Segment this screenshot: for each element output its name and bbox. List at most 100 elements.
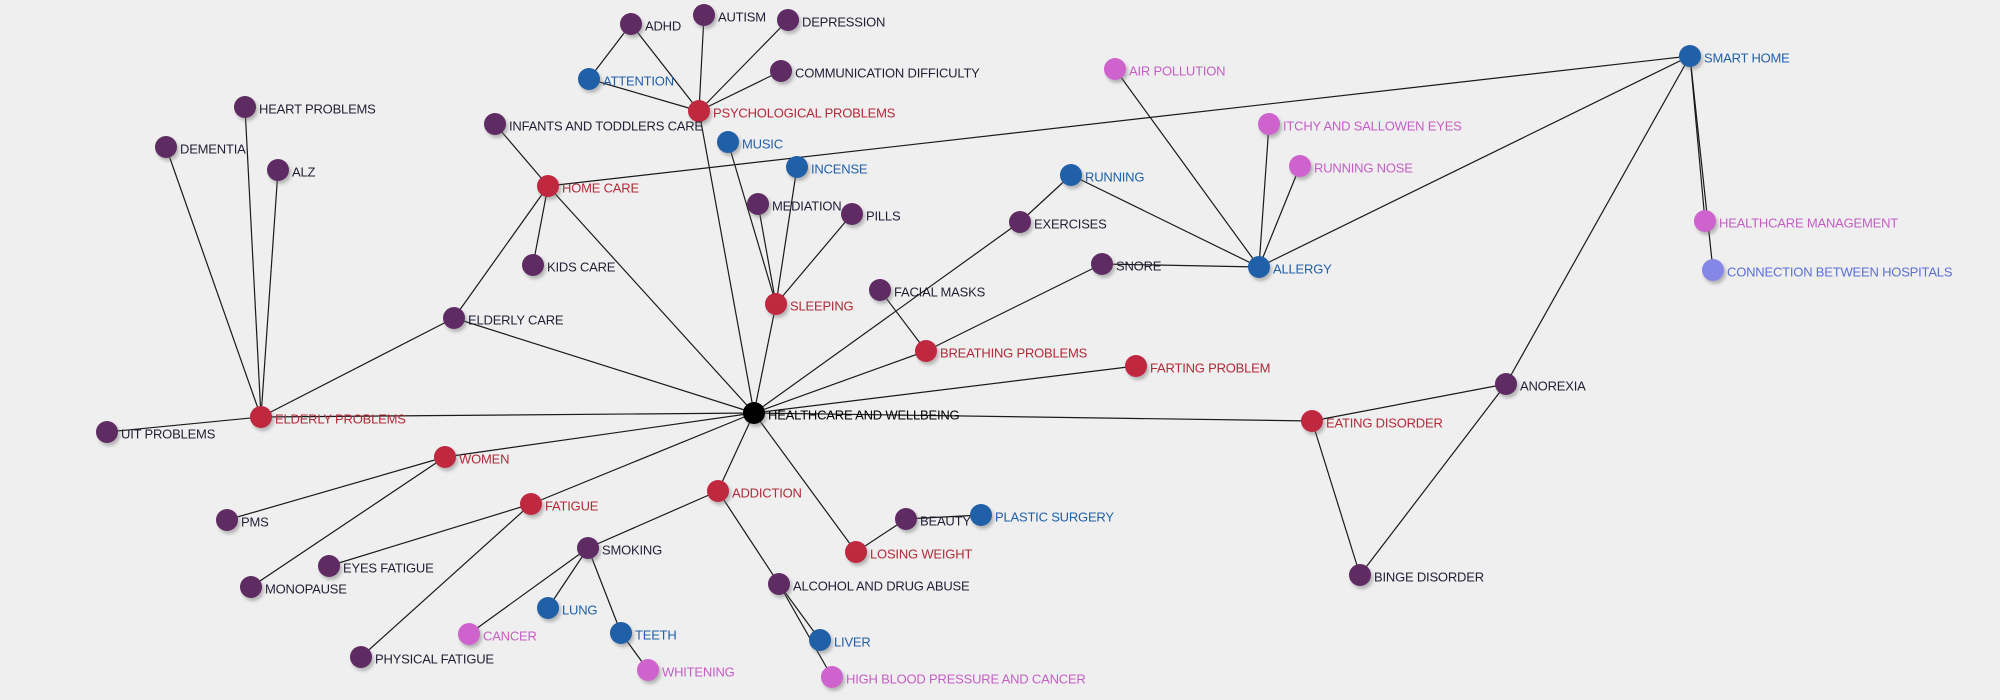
node-fatigue[interactable] [520,493,542,515]
node-running[interactable] [1060,164,1082,186]
node-allergy[interactable] [1248,256,1270,278]
node-hw[interactable] [743,402,765,424]
node-farting[interactable] [1125,355,1147,377]
node-breathing[interactable] [915,340,937,362]
node-label-allergy: ALLERGY [1273,261,1332,277]
node-label-heart: HEART PROBLEMS [259,101,376,117]
edge-women-monopause [250,456,446,588]
node-sleeping[interactable] [765,293,787,315]
edge-snore-allergy [1101,263,1260,268]
node-label-pms: PMS [241,514,269,530]
edge-sleeping-incense [775,166,798,305]
edge-hw-farting [753,365,1137,414]
node-label-facialmasks: FACIAL MASKS [894,284,986,300]
node-monopause[interactable] [240,576,262,598]
node-adhd[interactable] [620,13,642,35]
node-airpollution[interactable] [1104,58,1126,80]
node-label-plasticsurgery: PLASTIC SURGERY [995,509,1114,525]
node-hcmgmt[interactable] [1694,210,1716,232]
node-pills[interactable] [841,203,863,225]
node-label-commdiff: COMMUNICATION DIFFICULTY [795,65,980,81]
node-eyesfatigue[interactable] [318,555,340,577]
node-mediation[interactable] [747,193,769,215]
node-music[interactable] [717,131,739,153]
edge-smarthome-cbh [1689,55,1714,271]
edge-sleeping-music [727,141,777,305]
node-teeth[interactable] [610,622,632,644]
node-anorexia[interactable] [1495,373,1517,395]
node-depression[interactable] [777,9,799,31]
node-label-eatingdisorder: EATING DISORDER [1326,415,1443,431]
node-losingweight[interactable] [845,541,867,563]
node-physicalfatigue[interactable] [350,646,372,668]
node-plasticsurgery[interactable] [970,504,992,526]
edge-women-pms [226,456,446,521]
node-beauty[interactable] [895,508,917,530]
edge-eatingdisorder-anorexia [1311,383,1507,422]
node-elderlycare[interactable] [443,307,465,329]
edge-elderlycare-elderlyproblems [260,317,455,418]
node-uit[interactable] [96,421,118,443]
node-label-breathing: BREATHING PROBLEMS [940,345,1088,361]
node-cancer[interactable] [458,623,480,645]
edge-hw-fatigue [530,412,755,505]
node-liver[interactable] [809,629,831,651]
edge-hw-psych [698,110,755,414]
node-snore[interactable] [1091,253,1113,275]
node-attention[interactable] [578,68,600,90]
node-commdiff[interactable] [770,60,792,82]
node-label-cancer: CANCER [483,628,537,644]
node-incense[interactable] [786,156,808,178]
node-infants[interactable] [484,113,506,135]
node-alcohol[interactable] [768,573,790,595]
edge-beauty-plasticsurgery [905,514,982,520]
node-cbh[interactable] [1702,259,1724,281]
node-heart[interactable] [234,96,256,118]
edge-elderlyproblems-alz [260,169,279,418]
node-psych[interactable] [688,100,710,122]
node-label-kidscare: KIDS CARE [547,259,616,275]
node-smoking[interactable] [577,537,599,559]
node-exercises[interactable] [1009,211,1031,233]
node-homecare[interactable] [537,175,559,197]
edge-hw-sleeping [753,303,777,414]
node-label-psych: PSYCHOLOGICAL PROBLEMS [713,105,896,121]
node-label-lung: LUNG [562,602,598,618]
node-label-attention: ATTENTION [603,73,674,89]
node-label-anorexia: ANOREXIA [1520,378,1586,394]
node-elderlyproblems[interactable] [250,406,272,428]
node-women[interactable] [434,446,456,468]
node-hbp[interactable] [821,666,843,688]
edge-elderlyproblems-uit [106,416,262,433]
node-smarthome[interactable] [1679,45,1701,67]
edge-smoking-lung [547,547,589,609]
node-autism[interactable] [693,4,715,26]
node-label-elderlyproblems: ELDERLY PROBLEMS [275,411,406,427]
node-alz[interactable] [267,159,289,181]
node-label-hbp: HIGH BLOOD PRESSURE AND CANCER [846,671,1086,687]
node-eatingdisorder[interactable] [1301,410,1323,432]
node-binge[interactable] [1349,564,1371,586]
edge-alcohol-hbp [778,583,833,678]
edge-breathing-snore [925,263,1103,352]
node-label-liver: LIVER [834,634,871,650]
edge-allergy-airpollution [1114,68,1260,268]
node-itchy[interactable] [1258,113,1280,135]
edge-hw-losingweight [753,412,857,553]
node-label-pills: PILLS [866,208,901,224]
edge-breathing-facialmasks [879,289,927,352]
node-facialmasks[interactable] [869,279,891,301]
node-runningnose[interactable] [1289,155,1311,177]
node-kidscare[interactable] [522,254,544,276]
node-whitening[interactable] [637,659,659,681]
node-label-physicalfatigue: PHYSICAL FATIGUE [375,651,494,667]
edge-homecare-smarthome [547,55,1691,187]
node-addiction[interactable] [707,480,729,502]
node-label-uit: UIT PROBLEMS [121,426,216,442]
node-label-runningnose: RUNNING NOSE [1314,160,1413,176]
node-pms[interactable] [216,509,238,531]
node-lung[interactable] [537,597,559,619]
node-dementia[interactable] [155,136,177,158]
node-label-homecare: HOME CARE [562,180,639,196]
